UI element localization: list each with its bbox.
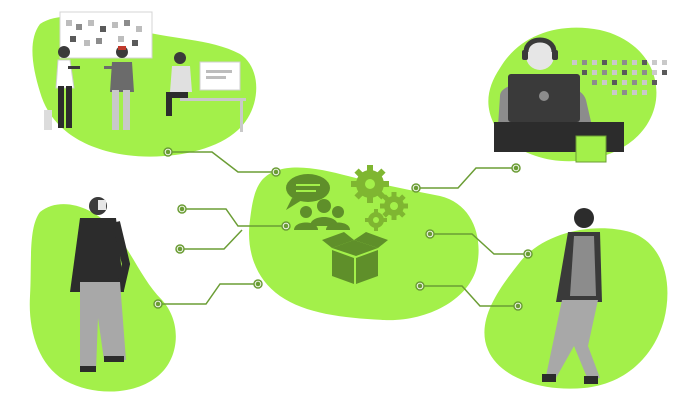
- box-icon: [322, 232, 388, 284]
- person-team-3: [166, 52, 192, 116]
- whiteboard: [59, 11, 153, 59]
- chat-icon: [286, 174, 330, 210]
- gears-icon: [351, 165, 408, 231]
- connector-nodes: [153, 147, 533, 311]
- connector-lines: [158, 151, 528, 307]
- walking-woman: [542, 208, 602, 384]
- pixel-pattern: [572, 60, 667, 95]
- person-team-2: [104, 46, 134, 130]
- person-team-1: [55, 46, 80, 128]
- users-icon: [294, 199, 350, 230]
- standing-man: [70, 197, 131, 372]
- laptop-icon: [494, 74, 624, 163]
- desk-with-monitor: [44, 61, 246, 132]
